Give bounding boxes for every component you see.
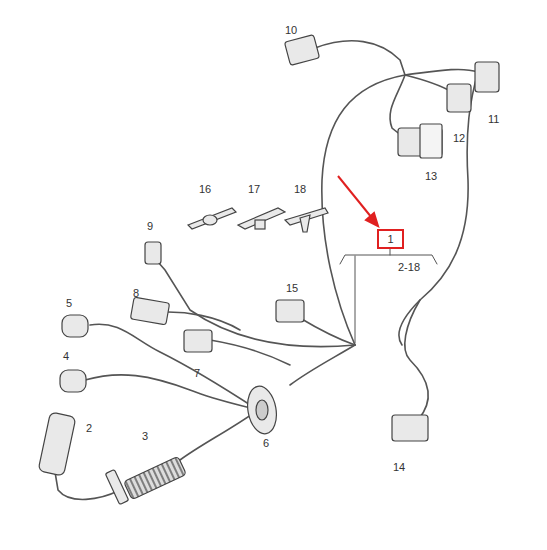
callout-number: 6 <box>263 437 269 449</box>
callout-number: 16 <box>199 183 211 195</box>
highlight-box: 1 <box>377 229 404 249</box>
callout-number: 18 <box>294 183 306 195</box>
callout-number: 13 <box>425 170 437 182</box>
callout-number: 17 <box>248 183 260 195</box>
callout-number: 15 <box>286 282 298 294</box>
callout-number: 4 <box>63 350 69 362</box>
callout-number: 8 <box>133 287 139 299</box>
callout-number: 12 <box>453 132 465 144</box>
callout-number: 3 <box>142 430 148 442</box>
callout-number: 1 <box>387 233 393 245</box>
callout-number: 9 <box>147 220 153 232</box>
callout-number: 5 <box>66 297 72 309</box>
callout-number: 7 <box>194 367 200 379</box>
callout-number: 2 <box>86 422 92 434</box>
callout-number: 2-18 <box>398 261 420 273</box>
callout-number: 10 <box>285 24 297 36</box>
callout-number: 14 <box>393 461 405 473</box>
callout-number: 11 <box>488 113 499 125</box>
